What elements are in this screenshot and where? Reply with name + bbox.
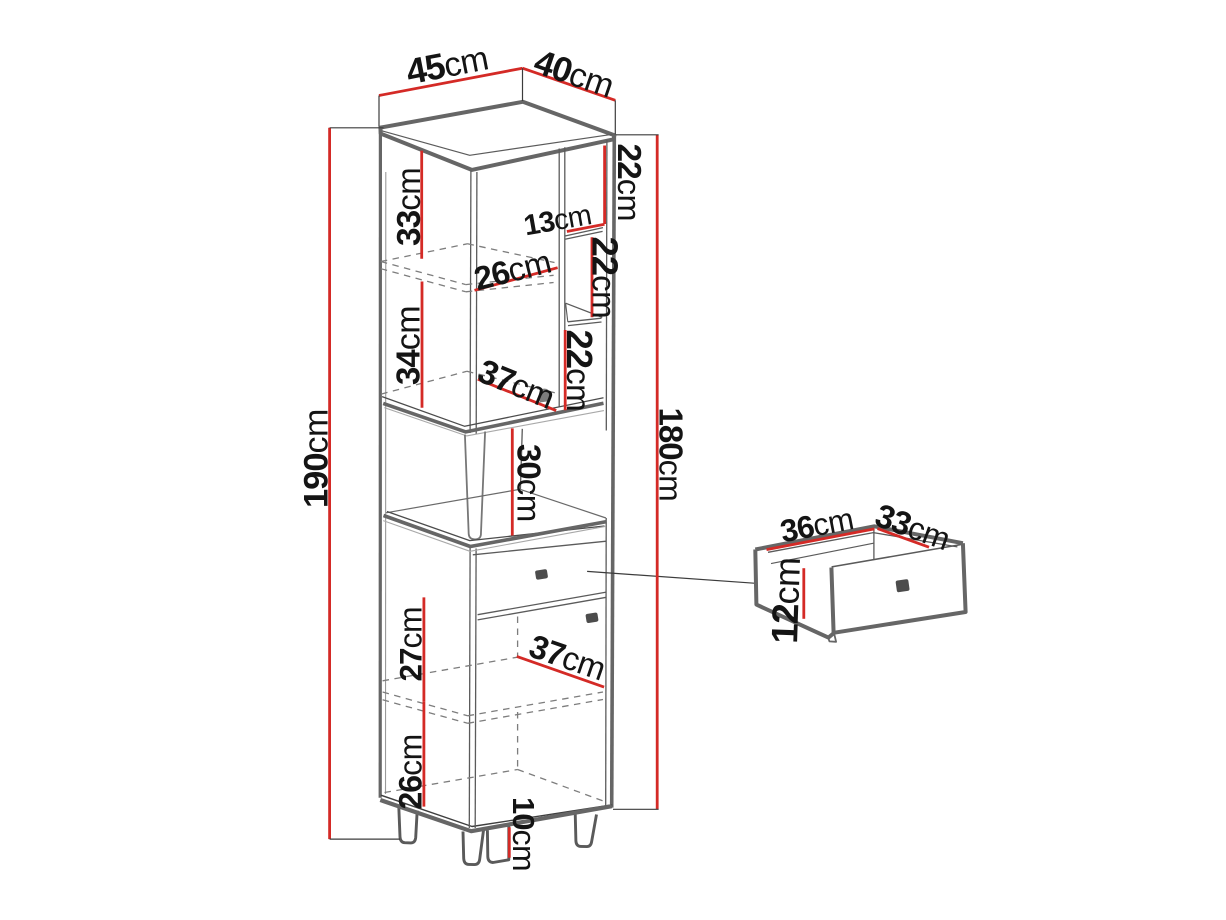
svg-text:37cm: 37cm: [473, 352, 560, 417]
svg-text:45cm: 45cm: [403, 36, 492, 92]
svg-text:22cm: 22cm: [559, 330, 600, 412]
svg-text:10cm: 10cm: [506, 797, 542, 871]
svg-text:26cm: 26cm: [393, 734, 429, 809]
svg-text:22cm: 22cm: [585, 237, 626, 319]
svg-text:190cm: 190cm: [298, 409, 336, 508]
svg-text:22cm: 22cm: [610, 144, 647, 222]
svg-text:26cm: 26cm: [470, 243, 554, 298]
svg-text:30cm: 30cm: [511, 444, 548, 522]
svg-text:37cm: 37cm: [525, 627, 611, 687]
svg-text:36cm: 36cm: [777, 500, 856, 549]
svg-text:12cm: 12cm: [764, 557, 808, 645]
svg-text:27cm: 27cm: [393, 607, 429, 682]
svg-text:13cm: 13cm: [521, 199, 593, 242]
svg-text:180cm: 180cm: [653, 408, 690, 502]
svg-text:33cm: 33cm: [390, 168, 428, 246]
svg-text:40cm: 40cm: [529, 42, 619, 105]
svg-text:34cm: 34cm: [390, 306, 428, 385]
